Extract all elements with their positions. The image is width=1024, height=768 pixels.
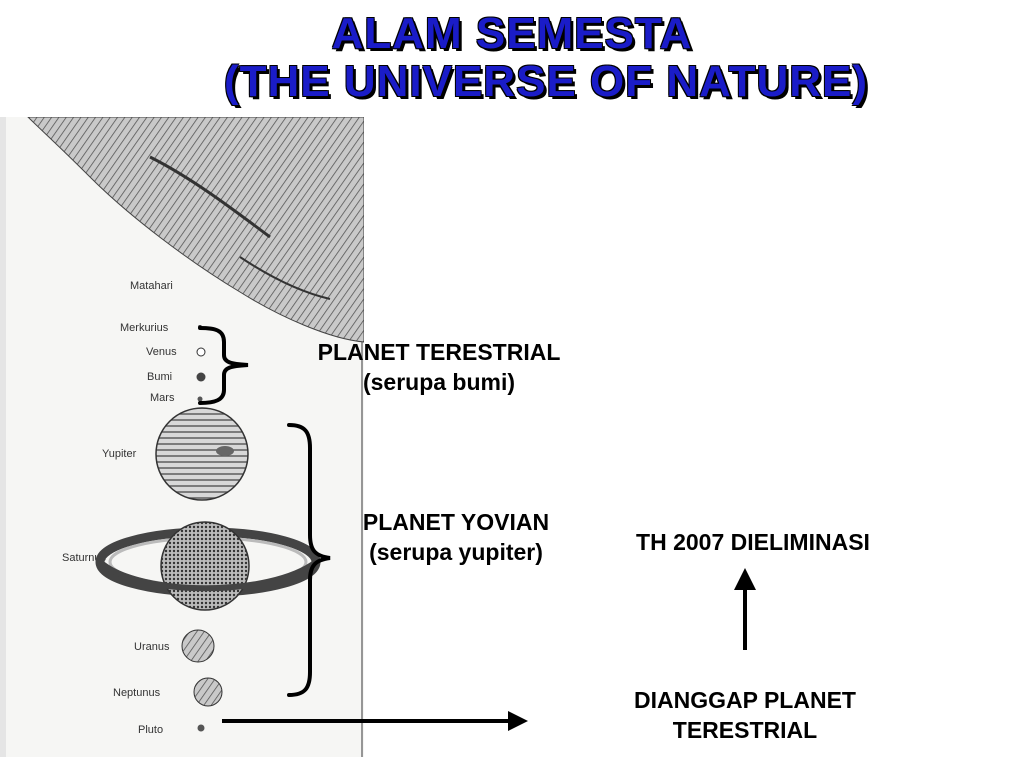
terrestrial-group-label: PLANET TERESTRIAL (serupa bumi) xyxy=(278,337,600,397)
earth-planet xyxy=(196,372,206,382)
jovian-brace xyxy=(287,423,331,697)
jovian-group-label: PLANET YOVIAN (serupa yupiter) xyxy=(310,507,602,567)
mars-label: Mars xyxy=(150,392,175,404)
saturn-label: Saturnus xyxy=(62,552,107,564)
terrestrial-brace xyxy=(198,326,249,405)
venus-planet xyxy=(196,347,206,357)
elimination-note: TH 2007 DIELIMINASI xyxy=(636,529,870,555)
jupiter-planet xyxy=(155,407,249,501)
venus-label: Venus xyxy=(146,346,177,358)
pluto-status-line2: TERESTRIAL xyxy=(672,717,818,743)
solar-system-illustration: Matahari Merkurius Venus Bumi Mars Yupit… xyxy=(0,117,364,757)
neptune-label: Neptunus xyxy=(113,687,161,699)
jovian-title: PLANET YOVIAN xyxy=(362,509,550,535)
page-subtitle: (THE UNIVERSE OF NATURE) xyxy=(223,57,869,106)
mercury-label: Merkurius xyxy=(120,322,169,334)
pluto-arrow xyxy=(222,711,528,731)
page-title: ALAM SEMESTA xyxy=(331,9,693,58)
pluto-planet xyxy=(197,724,205,732)
mars-planet xyxy=(197,396,203,402)
earth-label: Bumi xyxy=(147,371,172,383)
uranus-planet xyxy=(181,629,215,663)
terrestrial-title: PLANET TERESTRIAL xyxy=(317,339,561,365)
neptune-planet xyxy=(193,677,223,707)
pluto-label: Pluto xyxy=(138,724,163,736)
terrestrial-subtitle: (serupa bumi) xyxy=(362,369,516,395)
pluto-status-note: DIANGGAP PLANET TERESTRIAL xyxy=(585,685,905,745)
sun-label: Matahari xyxy=(130,280,173,292)
uranus-label: Uranus xyxy=(134,641,170,653)
jupiter-label: Yupiter xyxy=(102,448,137,460)
elimination-arrow xyxy=(734,568,756,650)
sun-illustration xyxy=(27,117,364,343)
pluto-status-line1: DIANGGAP PLANET xyxy=(634,687,856,713)
jovian-subtitle: (serupa yupiter) xyxy=(369,539,543,565)
